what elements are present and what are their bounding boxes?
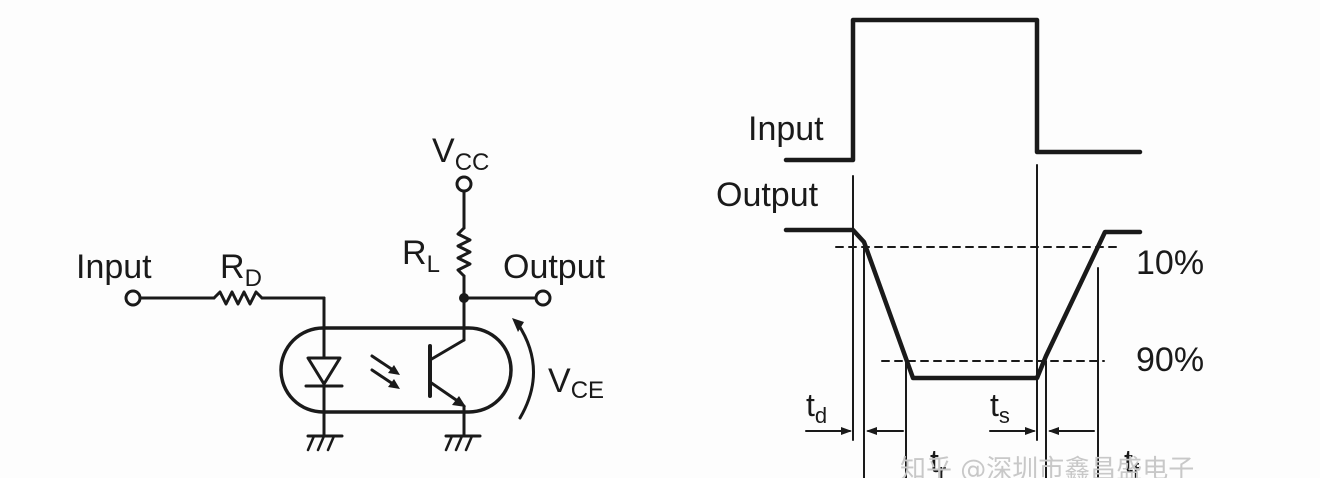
ts-dimension-arrows [989,427,1095,435]
tf-label: tf [1124,443,1140,478]
circuit-input-label: Input [76,248,152,286]
ts-label: ts [990,387,1010,428]
input-waveform [783,17,1143,163]
vcc-terminal [455,175,473,193]
timing-diagram: Input Output 10% 90% td tr ts [716,17,1204,478]
rd-resistor [212,290,264,306]
rl-label: RL [402,234,440,278]
led-ground-icon [306,434,344,452]
vcc-label: VCC [432,132,489,176]
td-label: td [806,387,827,428]
timing-input-label: Input [748,110,824,148]
watermark-text: 知乎 @深圳市鑫昌盛电子 [900,455,1194,478]
td-dimension-arrows [805,427,904,435]
circuit-diagram: Input RD [76,132,606,452]
input-terminal [124,289,142,307]
circuit-output-label: Output [503,248,606,286]
timing-output-label: Output [716,176,819,214]
optocoupler-package [279,326,513,414]
phototransistor-symbol [428,296,466,438]
vce-arrow-icon [512,318,535,420]
tr-label: tr [930,443,946,478]
rd-label: RD [220,248,262,292]
led-symbol [304,356,344,438]
vce-label: VCE [548,362,604,404]
output-terminal [534,289,552,307]
light-emission-arrows-icon [370,354,400,389]
level-90-label: 90% [1136,341,1204,379]
level-10-label: 10% [1136,244,1204,282]
rl-resistor [456,226,472,278]
output-waveform [783,227,1143,381]
transistor-ground-icon [444,434,482,452]
